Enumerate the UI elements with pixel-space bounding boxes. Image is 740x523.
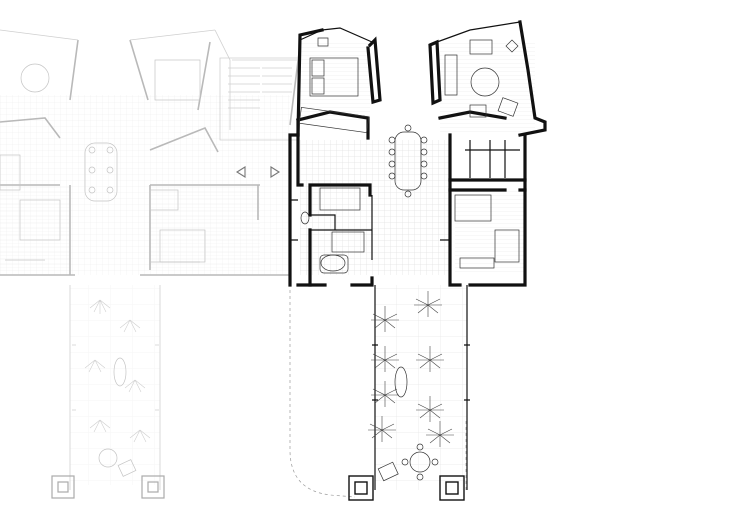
column-marker xyxy=(348,475,374,501)
courtyard-boundary xyxy=(289,290,467,498)
courtyard-planting xyxy=(368,291,454,447)
active-unit xyxy=(288,20,547,501)
column-marker xyxy=(439,475,465,501)
ghost-left-building xyxy=(0,29,301,499)
circulation-arrow-left-icon xyxy=(235,166,246,178)
circulation-arrow-right-icon xyxy=(270,166,281,178)
